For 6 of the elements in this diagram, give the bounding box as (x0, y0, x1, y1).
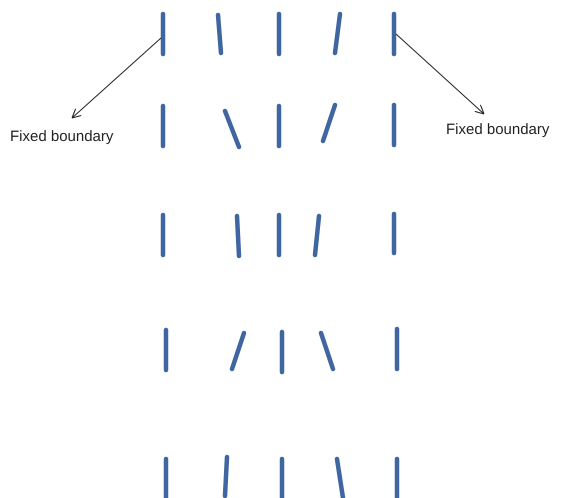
rod (392, 12, 396, 56)
arrow (396, 34, 485, 115)
boundary-label: Fixed boundary (10, 127, 136, 147)
arrow (71, 38, 162, 119)
boundary-label: Fixed boundary (446, 120, 568, 140)
rod (160, 12, 166, 56)
